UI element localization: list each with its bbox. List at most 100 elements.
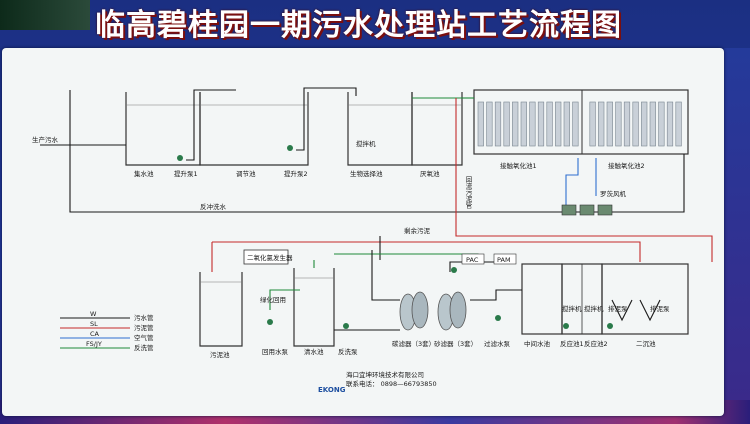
membrane-module xyxy=(649,101,656,147)
tank-contact-oxidation xyxy=(473,89,689,155)
membrane-module xyxy=(486,101,493,147)
pipe-return-sludge xyxy=(455,98,713,262)
label-sludge-pump2: 排泥泵 xyxy=(650,304,670,313)
membrane-module xyxy=(529,101,536,147)
membrane-module xyxy=(512,101,519,147)
label-chlorine-gen: 二氧化氯发生器 xyxy=(247,253,293,262)
membrane-module xyxy=(503,101,510,147)
legend-code-1: SL xyxy=(90,320,98,328)
legend-name-2: 空气管 xyxy=(134,333,154,342)
membrane-module xyxy=(623,101,631,147)
label-return-sludge: 回流污泥管 xyxy=(464,176,472,210)
company-name: 海口宜坤环境技术有限公司 xyxy=(346,370,424,379)
membrane-module xyxy=(606,101,613,147)
label-pac: PAC xyxy=(466,256,479,264)
label-regulate: 调节池 xyxy=(236,169,256,178)
membrane-module xyxy=(658,101,665,147)
membrane-module xyxy=(632,101,639,147)
label-lift1: 提升泵1 xyxy=(174,169,198,178)
label-middle-pool: 中间水池 xyxy=(524,339,551,348)
tank-bio-select xyxy=(347,92,413,166)
label-contact2: 接触氧化池2 xyxy=(608,161,645,170)
label-reuse-pump: 回用水泵 xyxy=(262,347,289,356)
membrane-module xyxy=(589,101,596,147)
label-mixer: 搅拌机 xyxy=(356,139,376,148)
membrane-module xyxy=(641,101,648,147)
membrane-module xyxy=(615,101,622,147)
tank-secondary xyxy=(601,263,689,335)
membrane-module xyxy=(520,101,527,147)
membrane-module xyxy=(477,101,484,147)
label-anoxic: 厌氧池 xyxy=(420,169,440,178)
pac-tank xyxy=(461,253,485,265)
tank-anoxic xyxy=(411,92,463,166)
label-carbon-filter: 碳滤器（3套） xyxy=(392,339,435,348)
settler-hopper-2 xyxy=(639,299,661,322)
label-greening: 绿化回用 xyxy=(260,295,286,304)
legend-name-0: 污水管 xyxy=(134,313,154,322)
tank-sludge xyxy=(199,272,243,347)
chlorine-generator-box xyxy=(243,249,289,265)
label-mixer2: 搅拌机 xyxy=(562,304,582,313)
pump-icons xyxy=(177,145,613,329)
board-frame-right xyxy=(724,48,750,404)
label-blower: 罗茨风机 xyxy=(600,189,627,198)
legend: W 污水管 SL 污泥管 CA 空气管 FS/JY 反洗管 xyxy=(60,310,154,352)
label-inlet: 生产污水 xyxy=(32,135,59,144)
carbon-filter-units xyxy=(399,291,429,331)
label-bio-select: 生物选择池 xyxy=(350,169,383,178)
pipe-filter-pump xyxy=(470,289,522,301)
settler-hopper-1 xyxy=(611,299,633,322)
company-phone: 联系电话： 0898—66793850 xyxy=(346,379,437,388)
label-pam: PAM xyxy=(497,256,511,264)
legend-name-1: 污泥管 xyxy=(134,323,154,332)
membrane-modules xyxy=(477,101,682,147)
background-foliage xyxy=(0,0,90,30)
legend-code-2: CA xyxy=(90,330,100,338)
company-footer: EKONG 海口宜坤环境技术有限公司 联系电话： 0898—66793850 xyxy=(318,370,437,394)
label-backwash-pump: 反洗泵 xyxy=(338,347,358,356)
membrane-module xyxy=(546,101,553,147)
membrane-module xyxy=(555,101,562,147)
tank-reaction xyxy=(561,263,603,335)
page-title: 临高碧桂园一期污水处理站工艺流程图 xyxy=(95,8,622,43)
sand-filter-units xyxy=(437,291,467,331)
blower-units xyxy=(561,204,613,216)
label-sludge-pump1: 排泥泵 xyxy=(608,304,628,313)
company-logo: EKONG xyxy=(318,386,346,394)
legend-code-3: FS/JY xyxy=(86,340,102,348)
tank-middle xyxy=(521,263,563,335)
label-contact1: 接触氧化池1 xyxy=(500,161,537,170)
label-reaction2: 反应池2 xyxy=(584,339,608,348)
membrane-module xyxy=(666,101,674,147)
membrane-module xyxy=(494,101,502,147)
pam-tank xyxy=(493,253,517,265)
tank-clear-pool xyxy=(293,268,335,347)
label-excess-sludge: 剩余污泥 xyxy=(404,226,431,235)
label-secondary: 二沉池 xyxy=(636,339,656,348)
membrane-module xyxy=(563,101,570,147)
label-backwash: 反冲洗水 xyxy=(200,202,227,211)
label-clear-pool: 清水池 xyxy=(304,347,324,356)
label-filter-pump: 过滤水泵 xyxy=(484,339,511,348)
pipe-lift1 xyxy=(186,89,236,161)
membrane-module xyxy=(572,101,579,147)
legend-name-3: 反洗管 xyxy=(134,343,154,352)
label-collect: 集水池 xyxy=(134,169,154,178)
legend-code-0: W xyxy=(90,310,97,318)
label-mixer3: 搅拌机 xyxy=(584,304,604,313)
label-sand-filter: 砂滤器（3套） xyxy=(434,339,477,348)
pipe-chlorine xyxy=(371,250,400,301)
membrane-module xyxy=(675,101,682,147)
pipe-backwash xyxy=(69,90,685,213)
tank-collect xyxy=(125,92,201,166)
pipe-lift2 xyxy=(296,87,357,151)
membrane-module xyxy=(598,101,605,147)
pipe-excess-sludge xyxy=(212,241,641,262)
label-reaction1: 反应池1 xyxy=(560,339,584,348)
pipe-air-1 xyxy=(565,158,579,205)
label-sludge-tank: 污泥池 xyxy=(210,350,230,359)
label-lift2: 提升泵2 xyxy=(284,169,308,178)
